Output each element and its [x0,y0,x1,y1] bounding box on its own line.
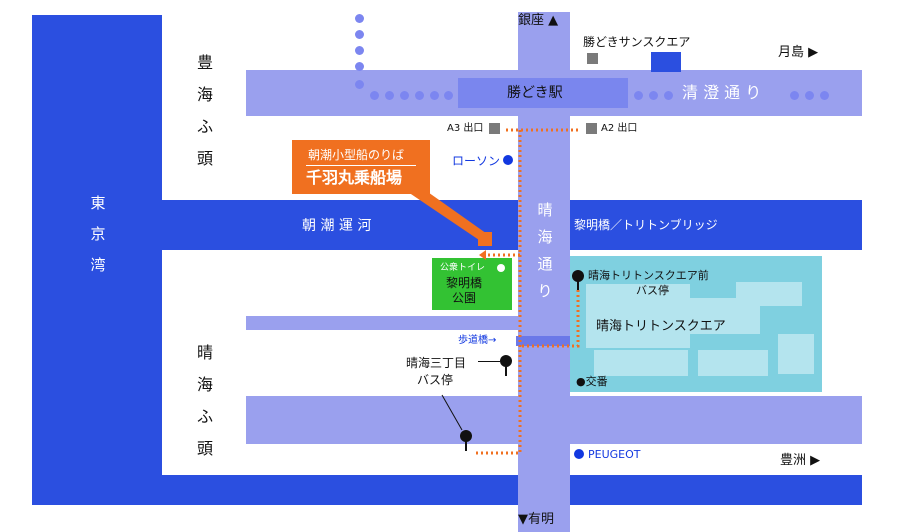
harumi-pier-label: 晴海ふ頭 [196,343,213,458]
north-ginza-label: 銀座 ▲ [518,13,559,28]
triton-building [698,350,768,376]
bay-south-edge [32,475,862,505]
toilet-marker [497,264,505,272]
canal-label: 朝 潮 運 河 [302,218,372,234]
triton-building [586,284,690,348]
subway-dot [430,91,439,100]
bus-stop-sanchome-pin-2 [460,430,472,442]
lawson-marker [503,155,513,165]
exit-a3-label: A3 出口 [447,123,484,134]
subway-dot [415,91,424,100]
pier-marker [478,232,492,246]
koban-label: ●交番 [576,375,608,388]
peugeot-label: PEUGEOT [588,448,641,461]
exit-a3-marker [489,123,500,134]
canal-east-strip [651,52,681,72]
subway-dot [805,91,814,100]
footbridge-label: 歩道橋→ [458,335,497,346]
route-arrow-head [479,250,486,260]
sunsquare-label: 勝どきサンスクエア [583,35,691,49]
bus-stop-sanchome-stem [505,366,507,376]
east-toyosu-label: 豊洲 ▶ [780,453,821,468]
subway-dot [634,91,643,100]
bus-stop-sanchome-stem-2 [465,441,467,451]
kiyosumi-dori-label: 清 澄 通 り [682,83,762,102]
sunsquare-marker [587,53,598,64]
peugeot-marker [574,449,584,459]
bus-stop-sanchome-label-1: 晴海三丁目 [406,356,467,370]
harumi-upper-road [246,316,518,330]
bus-stop-sanchome-label-2: バス停 [417,373,454,387]
station-band [458,78,628,108]
asashio-canal [162,200,862,250]
triton-square-label: 晴海トリトンスクエア [596,319,726,334]
tokyo-bay [32,15,162,505]
callout-pointer [405,190,490,242]
subway-dot [444,91,453,100]
route-line [520,290,580,348]
subway-dot [649,91,658,100]
route-line [488,130,522,257]
south-ariake-label: ▼有明 [518,512,554,527]
callout-divider [306,165,416,166]
tokyo-bay-label: 東京湾 [90,194,106,274]
sanchome-leader-line [441,394,463,431]
triton-building [594,350,688,376]
subway-dot [355,62,364,71]
subway-dot [355,80,364,89]
triton-building [778,334,814,374]
route-line [475,255,522,455]
callout-line1: 朝潮小型船のりば [308,148,405,162]
bus-stop-triton-label-1: 晴海トリトンスクエア前 [588,269,709,282]
callout-line2: 千羽丸乗船場 [306,168,403,187]
pier-callout: 朝潮小型船のりば 千羽丸乗船場 [292,140,430,194]
toyomi-pier-label: 豊海ふ頭 [196,53,213,168]
subway-dot [370,91,379,100]
bus-stop-triton-stem [577,281,579,291]
exit-a2-label: A2 出口 [601,123,638,134]
subway-dot [400,91,409,100]
bus-stop-sanchome-pin [500,355,512,367]
park-label-2: 公園 [452,291,477,305]
triton-building [736,282,802,306]
bus-stop-sanchome-leader [478,361,500,362]
subway-dot [355,30,364,39]
exit-a2-marker [586,123,597,134]
harumi-dori-label: 晴 海 通 り [537,201,553,300]
subway-dot [790,91,799,100]
east-tsukishima-label: 月島 ▶ [778,45,819,60]
bus-stop-triton-pin [572,270,584,282]
subway-dot [355,14,364,23]
station-label: 勝どき駅 [507,85,563,101]
subway-dot [385,91,394,100]
lawson-label: ローソン [452,154,501,168]
subway-dot [664,91,673,100]
subway-dot [820,91,829,100]
subway-dot [355,46,364,55]
harumi-lower-road [246,396,862,444]
park-label-1: 黎明橋 [446,276,483,290]
footbridge [516,336,578,346]
bus-stop-triton-label-2: バス停 [636,284,669,297]
toilet-label: 公衆トイレ [440,263,486,273]
bridge-label: 黎明橋／トリトンブリッジ [574,218,718,232]
